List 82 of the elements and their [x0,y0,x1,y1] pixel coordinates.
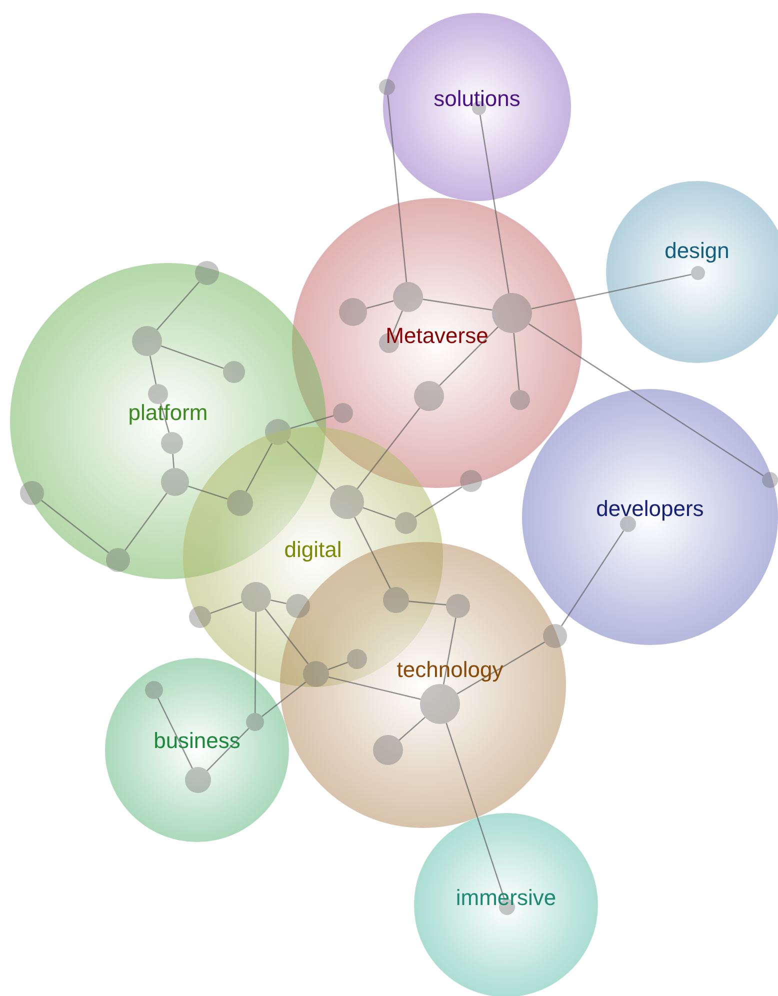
connector-line [149,356,157,384]
connector-line [156,282,200,330]
connector-line [206,728,250,772]
connector-line [160,345,224,369]
connector-line [188,486,228,500]
connector-line [356,408,420,489]
network-dot [189,606,211,628]
connector-line [246,443,272,492]
connector-line [446,722,506,900]
connector-line [362,507,396,520]
network-dot [148,384,168,404]
network-dot [241,582,271,612]
network-dot [195,261,219,285]
network-dot [161,468,189,496]
connector-line [479,114,510,294]
network-dot [20,481,44,505]
network-dot [510,390,530,410]
connector-line [41,500,109,554]
connector-line [270,599,286,604]
connector-line [531,274,692,310]
network-dot [420,684,460,724]
network-dot [106,548,130,572]
connector-line [286,440,336,490]
network-dot [395,512,417,534]
network-dot [145,681,163,699]
network-dot [330,485,364,519]
connector-line [354,516,391,589]
network-dot [347,649,367,669]
network-dot [762,472,778,488]
connector-line [442,618,456,684]
network-dot [460,470,482,492]
connector-line [124,492,168,551]
topic-word: digital [284,539,342,561]
connector-line [456,642,546,694]
network-dot [492,293,532,333]
connector-line [392,310,403,334]
connector-line [561,530,624,626]
connector-line [172,454,175,468]
topic-word: business [154,730,240,752]
connector-line [264,608,309,664]
network-dot [373,735,403,765]
network-dot [227,490,253,516]
network-dot [246,713,264,731]
connector-line [513,332,520,390]
network-dot [393,282,423,312]
connector-line [328,676,421,700]
network-dot [132,326,162,356]
network-dot [383,587,409,613]
topic-word: developers [596,498,704,520]
connector-line [387,94,408,282]
connector-line [398,716,426,741]
network-dot [303,661,329,687]
network-dot [691,266,705,280]
connector-line [439,326,498,386]
topic-word: technology [396,659,504,681]
topic-word: platform [128,402,208,424]
network-dot [185,767,211,793]
connector-line [290,415,334,430]
connector-line [408,600,446,606]
connector-line [366,300,394,309]
connector-line [414,486,462,518]
topic-word: design [664,240,730,262]
connector-line [160,403,170,433]
network-dot [446,594,470,618]
connector-line [528,323,764,476]
network-dot [161,432,183,454]
network-dot [333,403,353,423]
connector-line [328,662,348,670]
network-dot [286,594,310,618]
connector-line [262,681,306,717]
network-dot [414,381,444,411]
network-dot [339,298,367,326]
topic-word: solutions [434,88,520,110]
topic-word: Metaverse [386,325,488,347]
connector-line [157,698,193,769]
connector-line [254,612,257,713]
network-dot [379,79,395,95]
connector-line [210,601,242,614]
network-dot [223,361,245,383]
topic-word: immersive [456,887,556,909]
network-dot [543,624,567,648]
connector-line [422,298,492,311]
